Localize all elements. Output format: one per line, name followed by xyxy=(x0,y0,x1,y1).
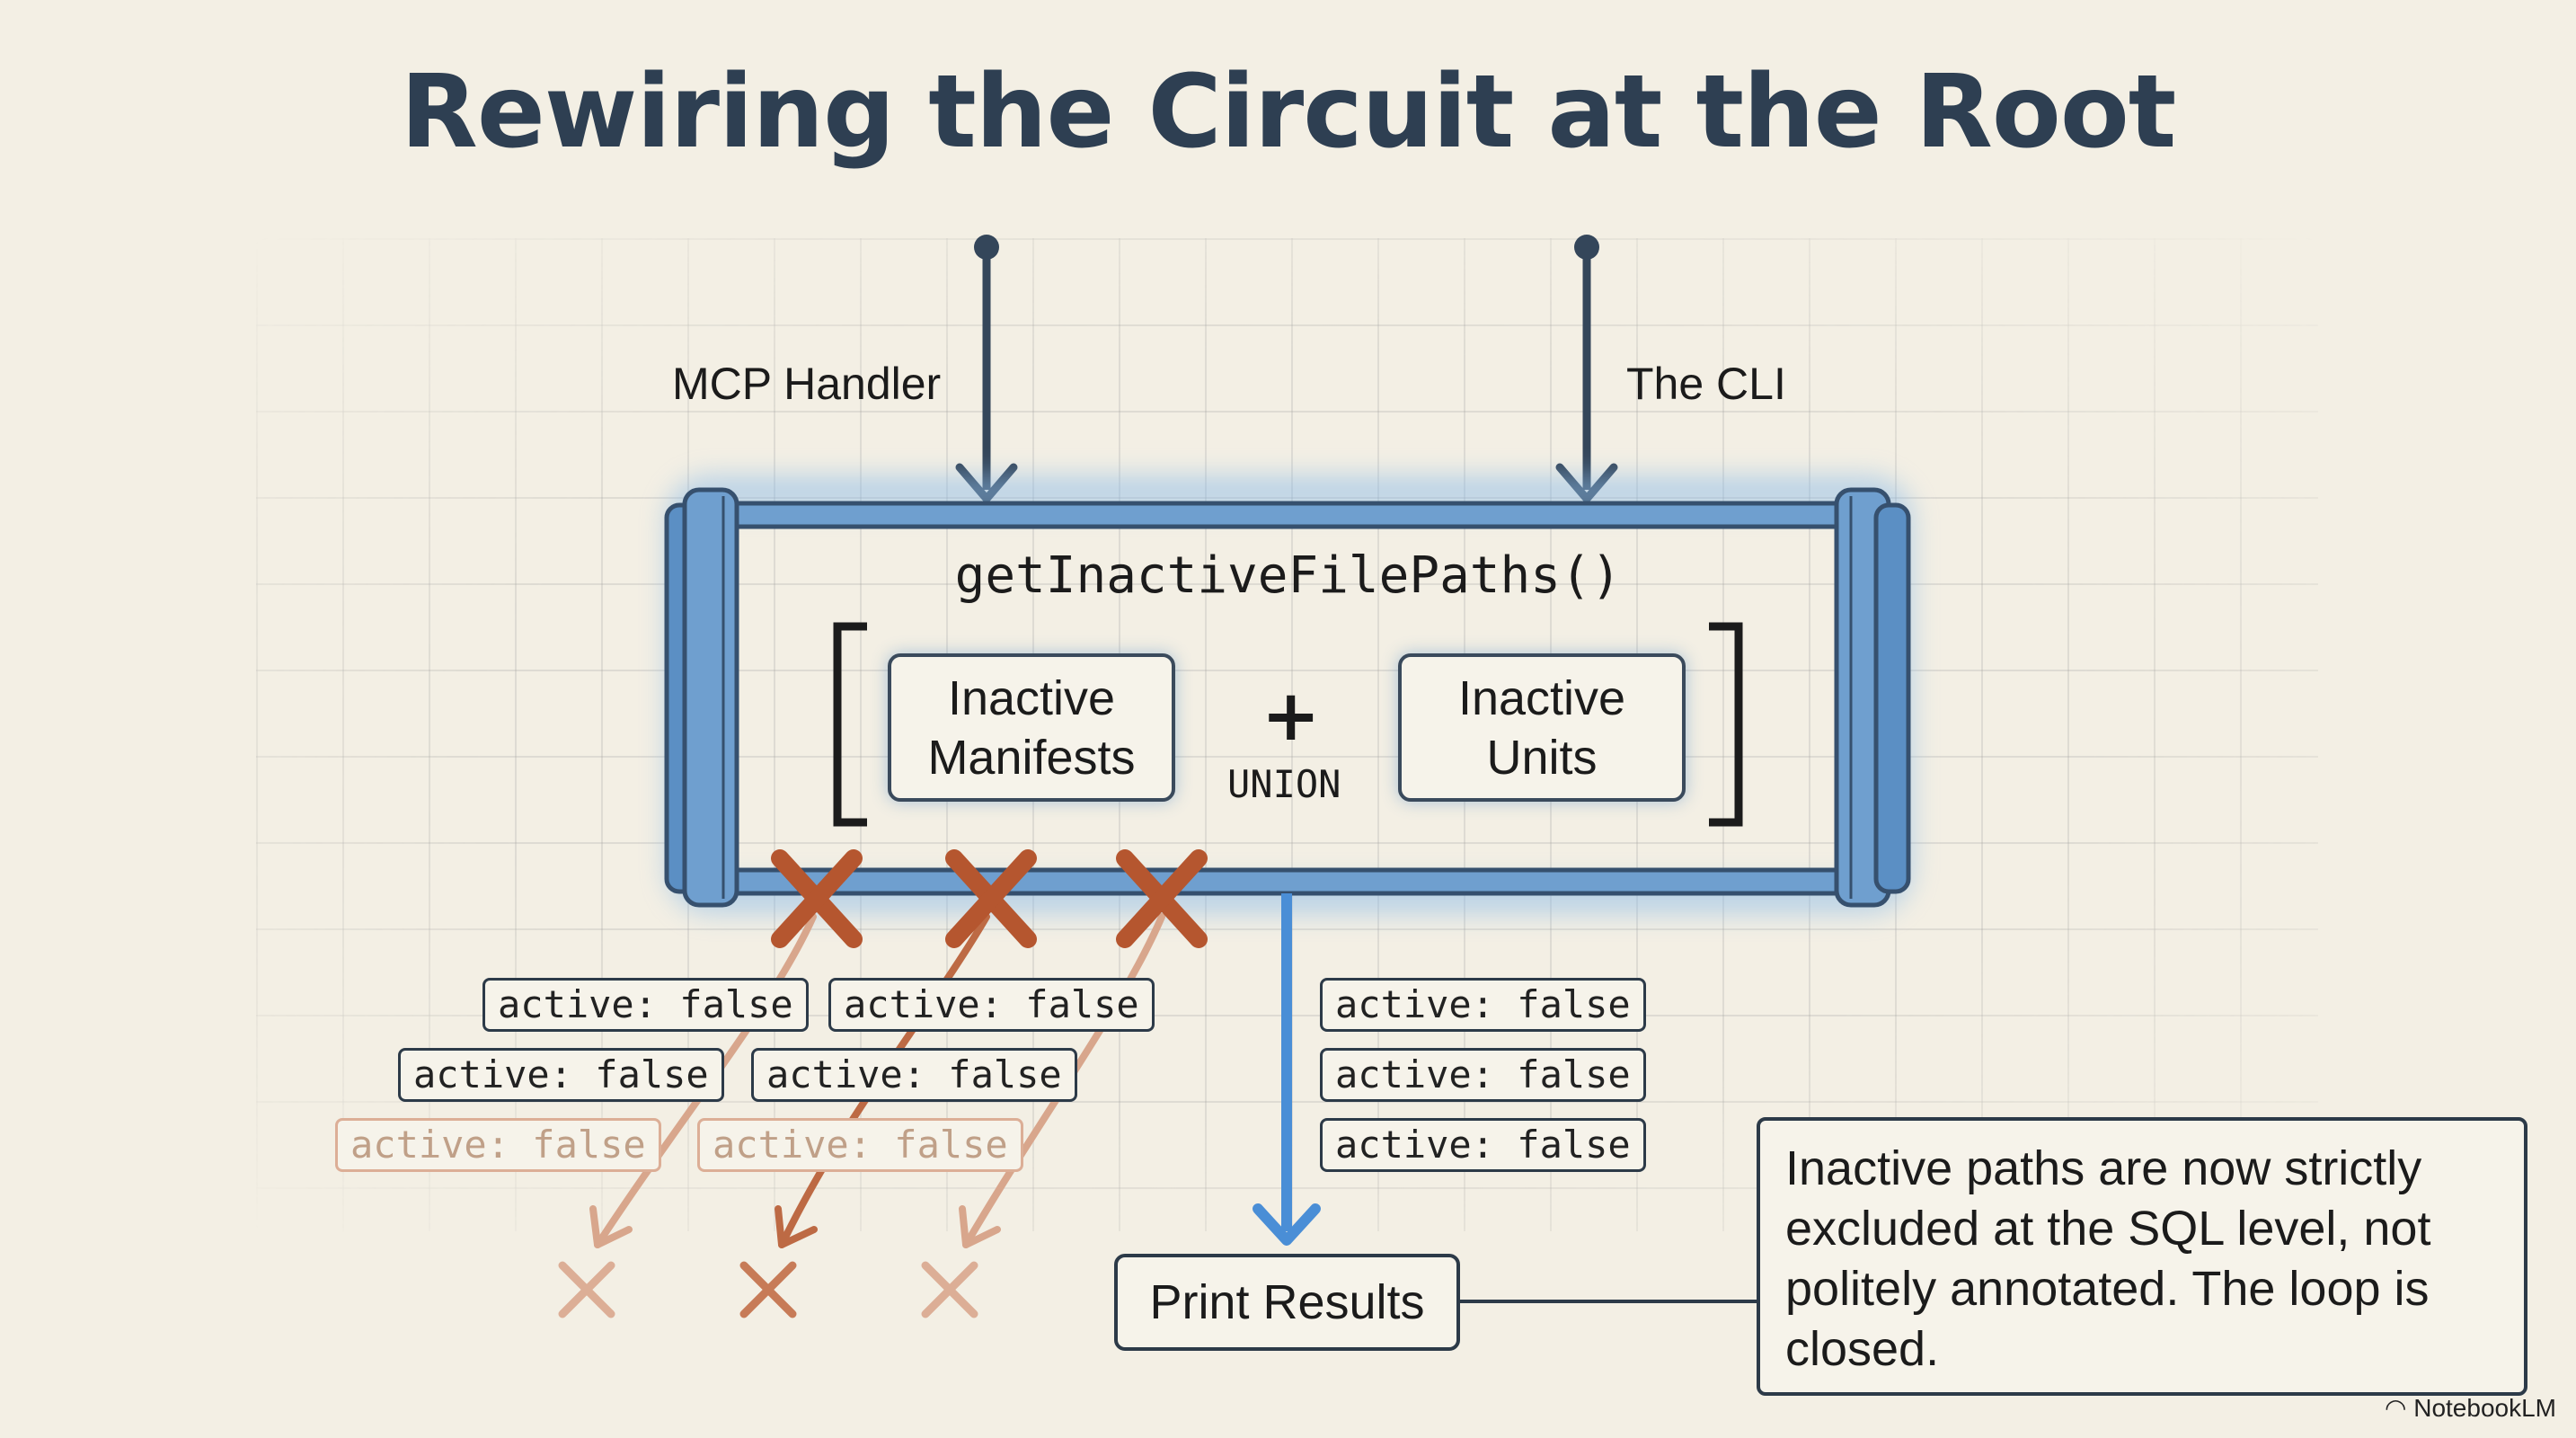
mcp-handler-label: MCP Handler xyxy=(672,359,942,409)
inactive-manifests-line-1: Inactive xyxy=(947,670,1116,725)
union-label: UNION xyxy=(1227,762,1341,806)
pipe-top xyxy=(716,501,1863,529)
excluded-record: active: false xyxy=(828,978,1155,1032)
inactive-units-box: Inactive Units xyxy=(1398,653,1686,802)
inactive-manifests-line-2: Manifests xyxy=(927,730,1136,785)
blocked-x-1 xyxy=(771,849,863,948)
passed-record: active: false xyxy=(1320,978,1646,1032)
excluded-record-faded: active: false xyxy=(335,1118,661,1172)
excluded-record: active: false xyxy=(482,978,809,1032)
brand-watermark: ◠ NotebookLM xyxy=(2385,1393,2556,1423)
cli-label: The CLI xyxy=(1626,359,1786,409)
dead-end-x-2 xyxy=(739,1261,797,1318)
inactive-manifests-box: Inactive Manifests xyxy=(888,653,1175,802)
output-flow-arrowhead xyxy=(1253,1203,1321,1246)
pipe-cap-right-outer xyxy=(1873,502,1911,894)
page-title: Rewiring the Circuit at the Root xyxy=(400,54,2177,171)
notebooklm-logo-icon: ◠ xyxy=(2385,1394,2414,1422)
deflection-arrow-3 xyxy=(962,913,1165,1248)
explanation-note: Inactive paths are now strictly excluded… xyxy=(1757,1117,2527,1396)
print-results-box: Print Results xyxy=(1114,1254,1460,1351)
passed-record: active: false xyxy=(1320,1118,1646,1172)
blocked-marks xyxy=(771,849,1208,948)
blocked-x-2 xyxy=(945,849,1037,948)
function-name: getInactiveFilePaths() xyxy=(954,546,1622,605)
brand-name: NotebookLM xyxy=(2413,1394,2556,1422)
inactive-units-line-2: Units xyxy=(1486,730,1598,785)
blocked-x-3 xyxy=(1116,849,1208,948)
passed-record: active: false xyxy=(1320,1048,1646,1102)
pipe-bottom xyxy=(716,867,1863,896)
dead-end-marks xyxy=(558,1261,978,1318)
excluded-record: active: false xyxy=(398,1048,724,1102)
dead-end-x-1 xyxy=(558,1261,615,1318)
plus-operator: + xyxy=(1261,676,1321,757)
left-bracket xyxy=(833,622,867,827)
excluded-record: active: false xyxy=(751,1048,1077,1102)
mcp-handler-terminal xyxy=(974,235,999,260)
inactive-units-line-1: Inactive xyxy=(1457,670,1626,725)
right-bracket xyxy=(1709,622,1743,827)
cli-terminal xyxy=(1574,235,1599,260)
excluded-record-faded: active: false xyxy=(697,1118,1023,1172)
dead-end-x-3 xyxy=(921,1261,978,1318)
